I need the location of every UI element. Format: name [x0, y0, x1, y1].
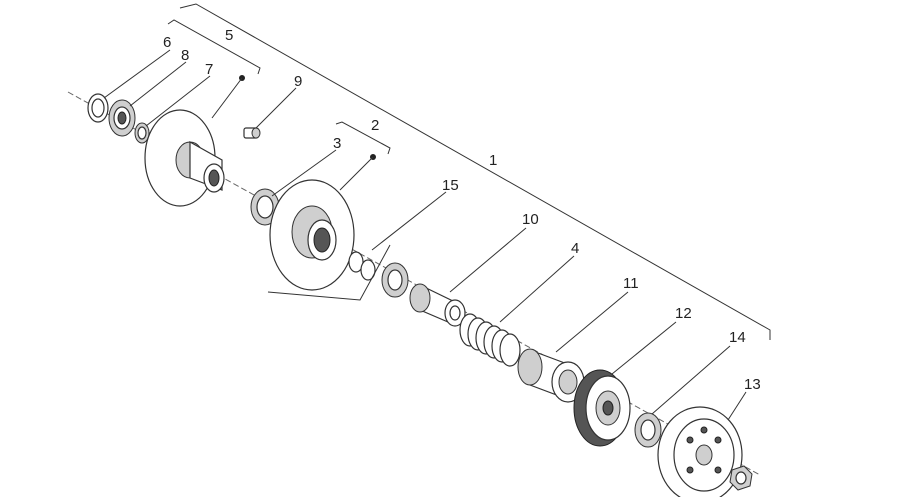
- label-10: 10: [522, 211, 539, 228]
- label-4: 4: [571, 240, 579, 257]
- label-6: 6: [163, 34, 171, 51]
- leader-6: [103, 49, 171, 99]
- bracket-1: [179, 3, 771, 340]
- part-5-fixed-pulley[interactable]: [144, 109, 225, 207]
- leader-5: [211, 77, 243, 119]
- leader-2: [339, 156, 374, 191]
- part-9-pin[interactable]: [243, 127, 261, 139]
- label-13: 13: [744, 376, 761, 393]
- part-13-nut[interactable]: [729, 465, 753, 491]
- leader-3: [271, 149, 337, 197]
- label-3: 3: [333, 135, 341, 152]
- bracket-2: [335, 121, 391, 155]
- label-12: 12: [675, 305, 692, 322]
- label-5: 5: [225, 27, 233, 44]
- label-14: 14: [729, 329, 746, 346]
- part-6-washer[interactable]: [87, 93, 109, 123]
- part-12-clutch[interactable]: [573, 369, 631, 447]
- leader-10: [449, 227, 527, 293]
- leader-12: [611, 321, 677, 375]
- leader-4: [499, 255, 575, 323]
- part-2-moving-pulley[interactable]: [269, 179, 355, 291]
- part-10-guide-bush[interactable]: [409, 283, 466, 327]
- part-14-washer[interactable]: [634, 412, 662, 448]
- part-11-cup[interactable]: [517, 348, 585, 403]
- label-2: 2: [371, 117, 379, 134]
- leader-9: [255, 87, 297, 129]
- part-8-bearing[interactable]: [108, 99, 136, 137]
- part-13-clutch-bell[interactable]: [657, 406, 743, 497]
- leader-8: [129, 61, 187, 107]
- label-8: 8: [181, 47, 189, 64]
- leader-13: [727, 391, 747, 421]
- label-9: 9: [294, 73, 302, 90]
- leader-11: [555, 291, 629, 353]
- part-bearing-small[interactable]: [381, 262, 409, 298]
- label-1: 1: [489, 152, 497, 169]
- bracket-5: [167, 19, 261, 75]
- part-15-o-rings[interactable]: [348, 251, 376, 281]
- leader-14: [651, 345, 731, 415]
- label-7: 7: [205, 61, 213, 78]
- label-11: 11: [623, 275, 639, 292]
- label-15: 15: [442, 177, 459, 194]
- bracket-15: [267, 244, 391, 301]
- leader-7: [145, 75, 211, 127]
- part-4-spring[interactable]: [459, 313, 521, 367]
- leader-15: [371, 191, 447, 251]
- part-7-sleeve[interactable]: [134, 122, 150, 144]
